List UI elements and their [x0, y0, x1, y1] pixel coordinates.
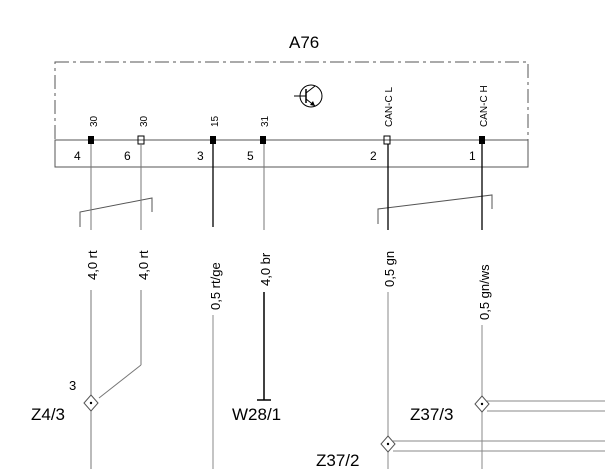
wire-0-5-gn-ws: 0,5 gn/ws — [477, 144, 492, 469]
wire-4-0-br: 4,0 br — [258, 144, 273, 400]
pin-number-label: 1 — [469, 149, 476, 163]
pin-number-label: 2 — [370, 149, 377, 163]
splice-pin-label: 3 — [69, 378, 76, 393]
pin-number-label: 4 — [74, 149, 81, 163]
splice-connector-label: Z37/3 — [410, 405, 453, 424]
pin-terminal-31: 31 5 — [247, 115, 271, 163]
pin-terminal-can-c-l: CAN-C L 2 — [370, 87, 395, 163]
wire-4-0-rt-a: 4,0 rt — [85, 144, 100, 469]
wire-spec-label: 0,5 gn — [382, 251, 397, 287]
component-label: A76 — [289, 33, 319, 52]
wire-bundle-marker-can — [377, 194, 493, 224]
pin-signal-label: 30 — [139, 115, 150, 127]
transistor-icon — [294, 84, 323, 108]
component-housing — [54, 61, 529, 141]
wire-spec-label: 4,0 br — [258, 252, 273, 286]
splice-connector-z37-3 — [474, 395, 605, 413]
pin-terminal-30-a: 30 4 — [74, 115, 100, 163]
splice-connector-label: Z4/3 — [31, 405, 65, 424]
splice-connector-label: Z37/2 — [316, 451, 359, 469]
pin-number-label: 3 — [197, 149, 204, 163]
wire-0-5-rt-ge: 0,5 rt/ge — [208, 144, 223, 469]
splice-connector-z37-2 — [380, 435, 605, 453]
pin-signal-label: 31 — [260, 115, 271, 127]
pin-signal-label: 30 — [89, 115, 100, 127]
pin-terminal-30-b: 30 6 — [124, 115, 150, 163]
pin-signal-label: CAN-C H — [479, 85, 490, 127]
ground-connector-label: W28/1 — [232, 405, 281, 424]
pin-number-label: 5 — [247, 149, 254, 163]
wire-spec-label: 0,5 gn/ws — [477, 264, 492, 320]
wire-bundle-marker-power — [79, 197, 153, 227]
pin-signal-label: CAN-C L — [384, 87, 395, 127]
splice-connector-z4-3 — [83, 394, 99, 412]
wire-spec-label: 4,0 rt — [136, 250, 151, 280]
wire-spec-label: 0,5 rt/ge — [208, 262, 223, 310]
wire-0-5-gn: 0,5 gn — [382, 144, 397, 469]
pin-terminal-can-c-h: CAN-C H 1 — [469, 85, 490, 163]
wire-spec-label: 4,0 rt — [85, 250, 100, 280]
component-connector-block — [54, 139, 529, 168]
pin-terminal-15: 15 3 — [197, 115, 221, 163]
pin-number-label: 6 — [124, 149, 131, 163]
wire-4-0-rt-b: 4,0 rt — [98, 144, 151, 399]
pin-signal-label: 15 — [210, 115, 221, 127]
